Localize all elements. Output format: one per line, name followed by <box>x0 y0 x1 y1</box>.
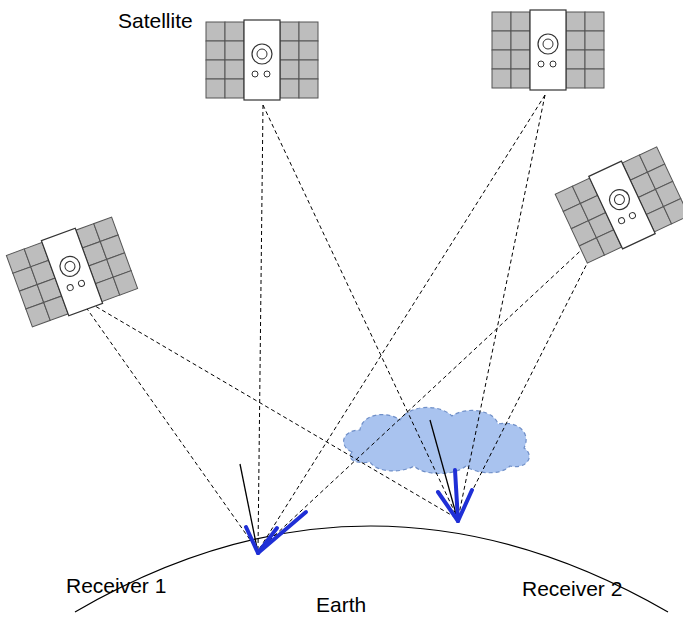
solar-panel <box>225 79 244 98</box>
dish <box>66 284 74 292</box>
dish <box>606 186 633 213</box>
dish <box>543 39 553 49</box>
solar-panel <box>280 60 299 79</box>
solar-panel <box>511 69 530 88</box>
solar-panel <box>299 22 318 41</box>
solar-panel <box>206 41 225 60</box>
solar-panel <box>585 12 604 31</box>
solar-panel <box>299 41 318 60</box>
solar-panel <box>206 79 225 98</box>
dish <box>252 71 258 77</box>
satellite-body <box>244 20 280 100</box>
dish <box>550 61 556 67</box>
solar-panel <box>492 50 511 69</box>
satellites <box>6 10 683 329</box>
solar-panel <box>299 60 318 79</box>
label-text: Satellite <box>118 9 193 32</box>
solar-panel <box>206 60 225 79</box>
solar-panel <box>113 271 137 295</box>
satellite-icon <box>206 20 318 100</box>
signal-ray <box>458 228 605 519</box>
receiver-vector <box>455 470 458 521</box>
solar-panel <box>511 12 530 31</box>
earth-surface <box>75 526 668 612</box>
solar-panel <box>585 31 604 50</box>
signal-paths <box>78 95 605 551</box>
solar-panel <box>566 31 585 50</box>
receiver-vector <box>246 527 258 553</box>
vertical-line <box>430 420 458 521</box>
solar-panel <box>492 31 511 50</box>
dish <box>78 280 86 288</box>
solar-panel <box>664 199 683 224</box>
satellite-icon <box>554 145 683 265</box>
solar-panel <box>511 50 530 69</box>
dish <box>257 49 267 59</box>
dish <box>64 260 77 273</box>
label-text: Receiver 2 <box>522 577 622 600</box>
signal-ray <box>258 95 545 551</box>
vertical-line <box>240 464 258 553</box>
satellite-icon <box>6 215 139 328</box>
dish <box>264 71 270 77</box>
receiver-vector <box>458 490 472 521</box>
solar-panel <box>206 22 225 41</box>
signal-ray <box>258 105 263 551</box>
solar-panel <box>511 31 530 50</box>
dish <box>252 44 272 64</box>
solar-panel <box>299 79 318 98</box>
dish <box>57 254 83 280</box>
cloud <box>344 407 530 473</box>
label-text: Receiver 1 <box>66 574 166 597</box>
signal-ray <box>78 296 458 519</box>
satellite-icon <box>492 10 604 90</box>
signal-ray <box>78 296 258 551</box>
dish <box>538 34 558 54</box>
signal-ray <box>458 95 545 519</box>
signal-ray <box>263 105 458 519</box>
satellite-body <box>589 161 655 249</box>
label-text: Earth <box>316 593 366 616</box>
solar-panel <box>225 41 244 60</box>
receivers <box>240 420 472 553</box>
satellite-body <box>530 10 566 90</box>
solar-panel <box>280 79 299 98</box>
solar-panel <box>225 60 244 79</box>
solar-panel <box>280 41 299 60</box>
solar-panel <box>566 50 585 69</box>
dish <box>628 212 636 220</box>
satellite-body <box>41 228 102 315</box>
solar-panel <box>492 69 511 88</box>
solar-panel <box>280 22 299 41</box>
dish <box>613 193 626 206</box>
solar-panel <box>585 50 604 69</box>
solar-panel <box>566 69 585 88</box>
solar-panel <box>225 22 244 41</box>
dish <box>618 217 626 225</box>
signal-ray <box>258 228 605 551</box>
receiver-vector <box>258 512 306 553</box>
solar-panel <box>492 12 511 31</box>
dish <box>538 61 544 67</box>
solar-panel <box>566 12 585 31</box>
solar-panel <box>585 69 604 88</box>
